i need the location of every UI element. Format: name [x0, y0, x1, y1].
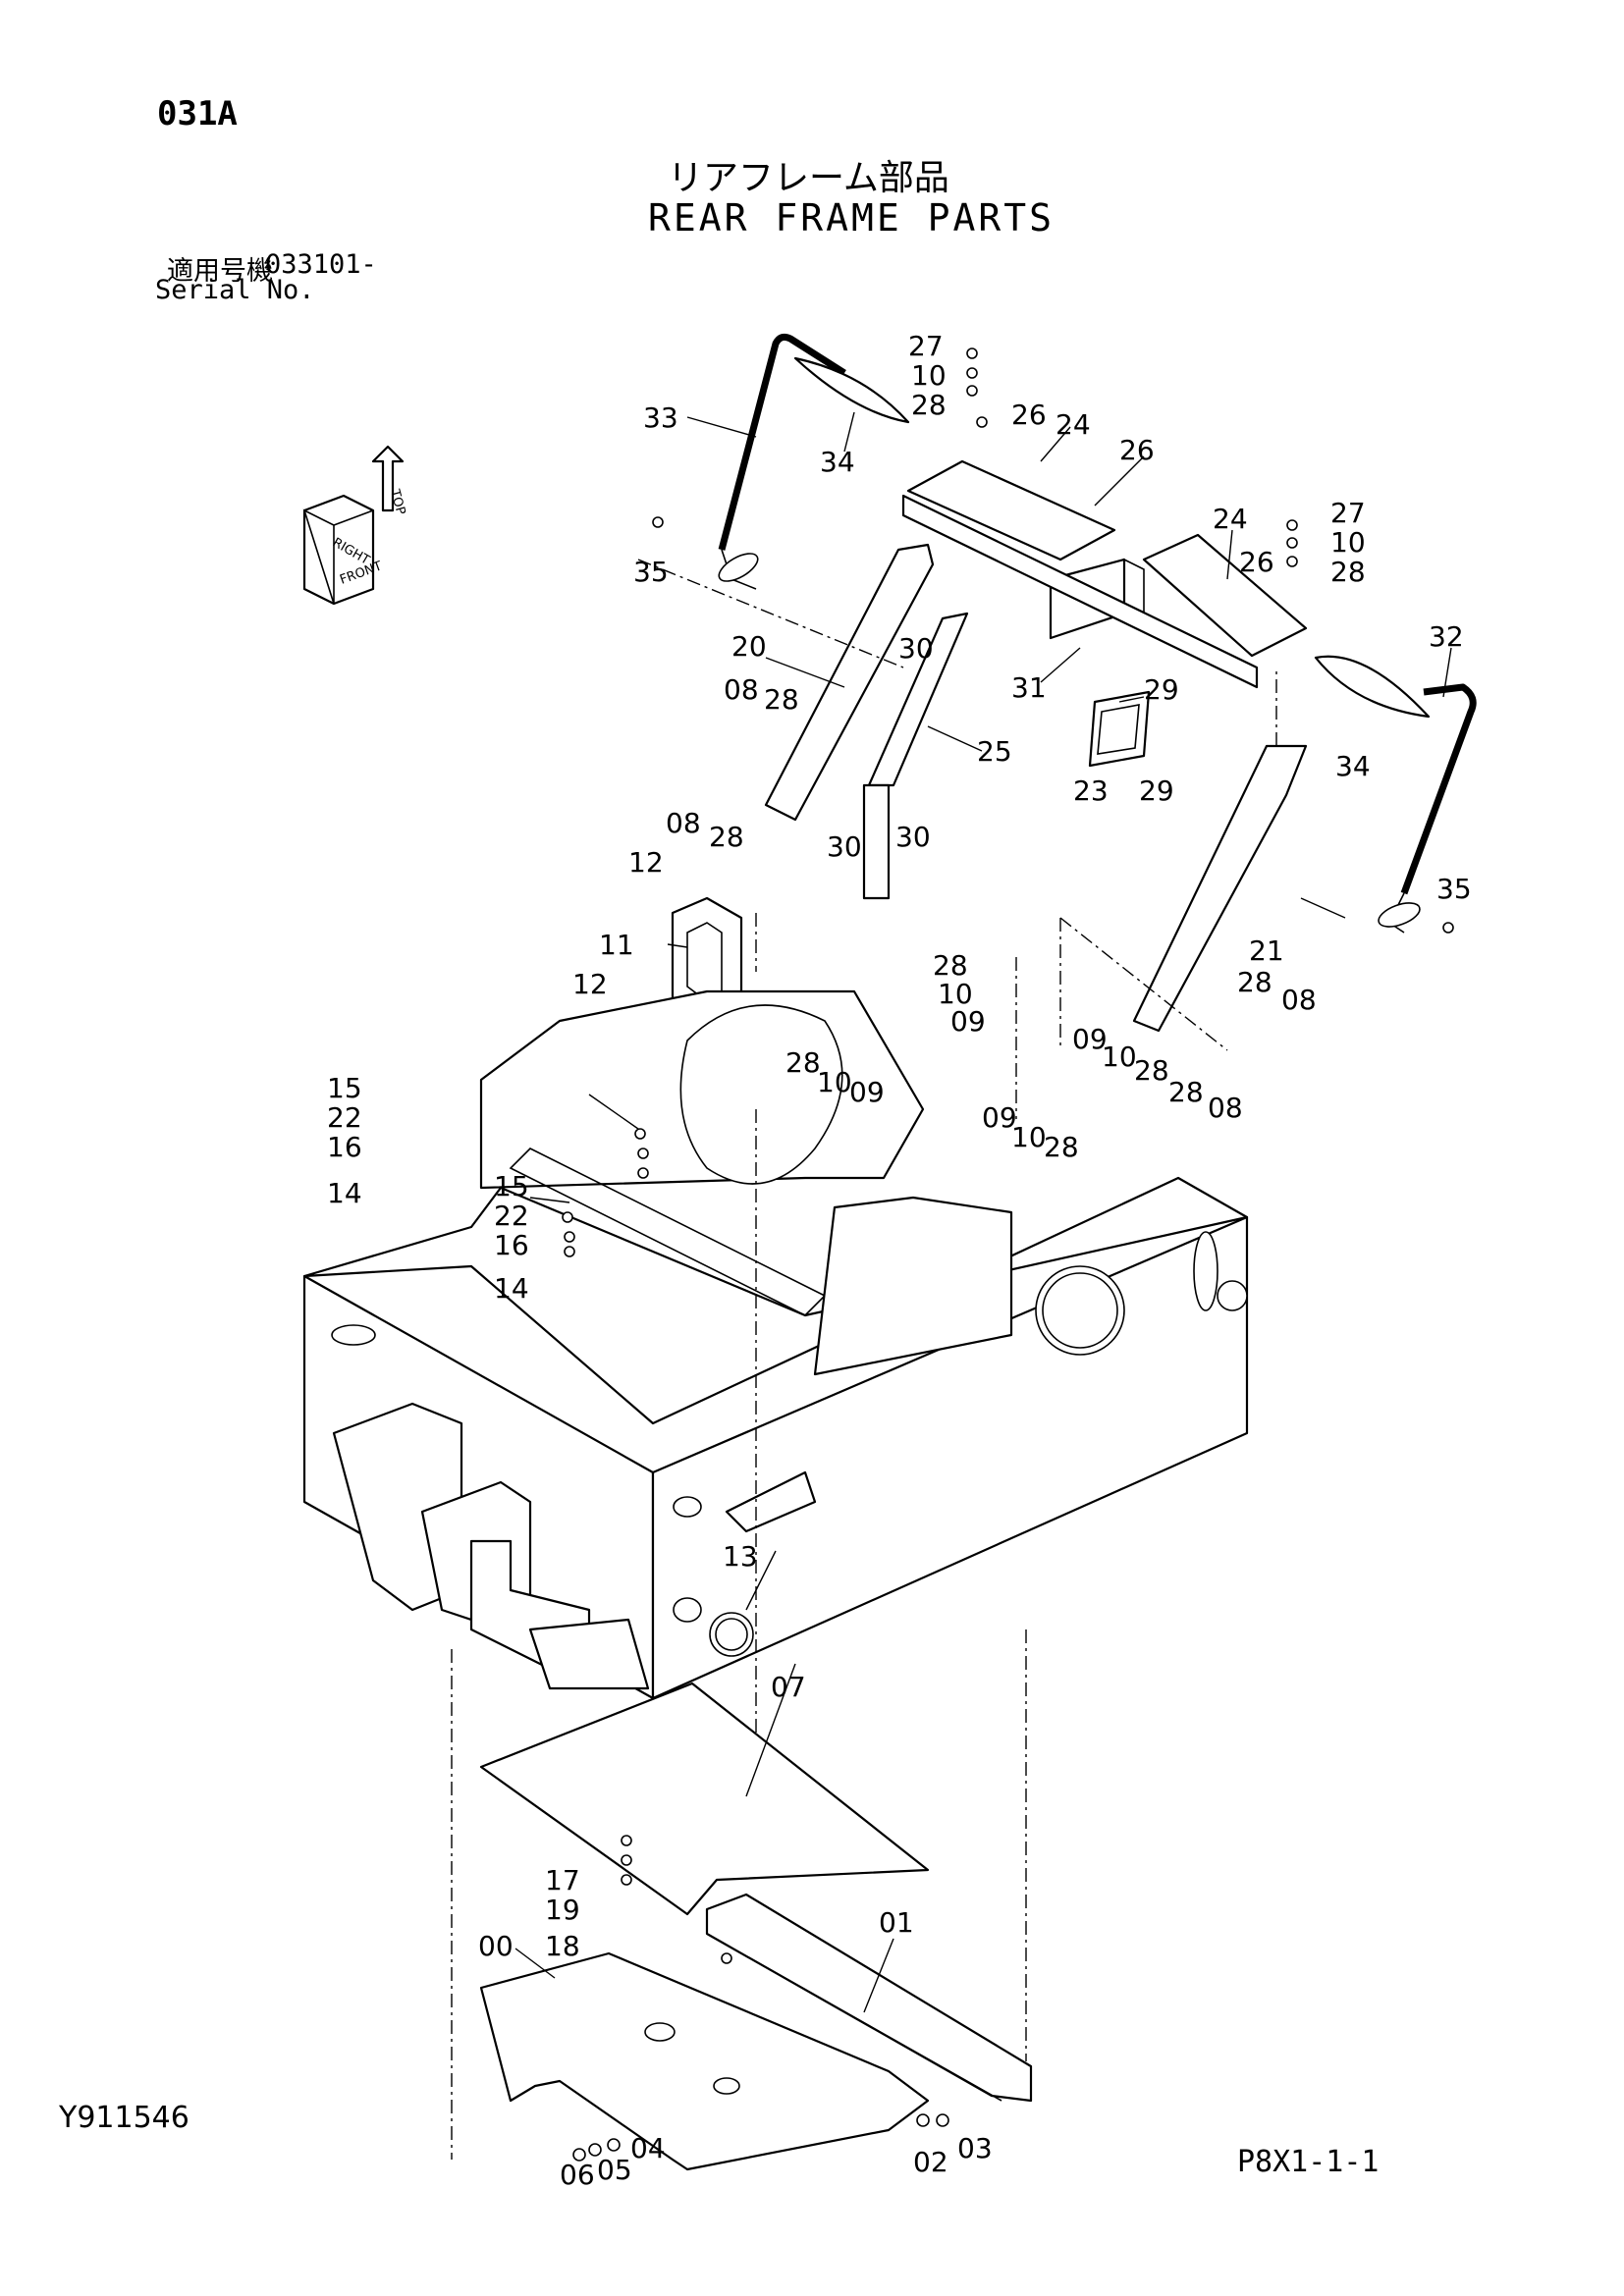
serial-label-japanese: 適用号機 [167, 256, 273, 287]
title-japanese: リアフレーム部品 [668, 158, 949, 198]
callout-35: 35 [1436, 873, 1472, 905]
callout-34: 34 [1335, 750, 1371, 782]
callout-27: 27 [1330, 497, 1366, 529]
callout-14: 14 [494, 1272, 529, 1305]
serial-number: 033101- [265, 249, 377, 280]
callout-12: 12 [628, 846, 664, 879]
cross-beam [901, 459, 1308, 768]
page-reference: P8X1-1-1 [1237, 2145, 1380, 2179]
callout-09: 09 [1072, 1023, 1108, 1055]
callout-10: 10 [1330, 526, 1366, 559]
callout-31: 31 [1011, 671, 1047, 704]
callout-08: 08 [724, 673, 759, 706]
callout-30: 30 [827, 830, 862, 863]
callout-16: 16 [327, 1131, 362, 1163]
rear-frame-body [302, 989, 1249, 1700]
callout-06: 06 [560, 2159, 595, 2191]
callout-09: 09 [982, 1101, 1017, 1134]
callout-05: 05 [597, 2154, 632, 2186]
callout-01: 01 [879, 1906, 914, 1939]
callout-03: 03 [957, 2132, 993, 2164]
side-panel-right [1132, 667, 1308, 1033]
callout-24: 24 [1213, 503, 1248, 535]
rail-01 [705, 1893, 1033, 2103]
callout-28: 28 [785, 1046, 821, 1079]
callout-26: 26 [1119, 434, 1155, 466]
page-code: 031A [157, 94, 238, 133]
callout-13: 13 [723, 1540, 758, 1573]
handrail-right [1314, 655, 1477, 934]
callout-27: 27 [908, 330, 944, 362]
callout-25: 25 [977, 735, 1012, 768]
callout-17: 17 [545, 1864, 580, 1896]
leader-lines [514, 411, 1452, 2013]
cover-00 [479, 1951, 930, 2171]
callout-12: 12 [572, 968, 608, 1000]
callout-11: 11 [599, 929, 634, 961]
callout-30: 30 [898, 632, 934, 665]
callout-28: 28 [709, 821, 744, 853]
callout-04: 04 [630, 2132, 666, 2164]
callout-10: 10 [817, 1066, 852, 1098]
callout-26: 26 [1239, 546, 1274, 578]
callout-29: 29 [1139, 774, 1174, 807]
callout-21: 21 [1249, 934, 1284, 967]
callout-23: 23 [1073, 774, 1109, 807]
callout-28: 28 [933, 949, 968, 982]
callout-09: 09 [849, 1076, 885, 1108]
callout-10: 10 [1011, 1121, 1047, 1153]
callout-34: 34 [820, 446, 855, 478]
callout-02: 02 [913, 2146, 948, 2178]
callout-35: 35 [633, 556, 669, 588]
callout-10: 10 [938, 978, 973, 1010]
callout-28: 28 [1044, 1131, 1079, 1163]
callout-28: 28 [1330, 556, 1366, 588]
plate-07 [479, 1682, 930, 1916]
callout-15: 15 [494, 1170, 529, 1202]
callout-28: 28 [764, 683, 799, 716]
alignment-lines [451, 917, 1228, 2160]
callout-07: 07 [771, 1671, 806, 1703]
side-panel-left [637, 543, 969, 900]
callout-32: 32 [1429, 620, 1464, 653]
callout-33: 33 [643, 401, 678, 434]
callout-28: 28 [911, 389, 947, 421]
handrail-left [718, 333, 910, 590]
callout-00: 00 [478, 1930, 514, 1962]
callout-08: 08 [1281, 984, 1317, 1016]
callout-09: 09 [950, 1005, 986, 1038]
title-english: REAR FRAME PARTS [648, 196, 1056, 240]
callout-19: 19 [545, 1894, 580, 1926]
callout-30: 30 [895, 821, 931, 853]
callout-22: 22 [327, 1101, 362, 1134]
callout-10: 10 [911, 359, 947, 392]
callout-18: 18 [545, 1930, 580, 1962]
direction-top-label: TOP [387, 487, 408, 516]
callout-28: 28 [1237, 966, 1272, 998]
callout-labels: 27 10 28 26 24 26 33 34 24 27 10 26 28 3… [327, 330, 1472, 2191]
callout-20: 20 [731, 630, 767, 663]
fasteners [562, 347, 1454, 2162]
callout-08: 08 [1208, 1092, 1243, 1124]
callout-29: 29 [1144, 673, 1179, 706]
direction-indicator-icon: TOP RIGHT FRONT [302, 445, 408, 606]
serial-label-english: Serial No. [155, 275, 315, 305]
callout-26: 26 [1011, 399, 1047, 431]
document-id: Y911546 [59, 2101, 189, 2135]
callout-16: 16 [494, 1229, 529, 1261]
callout-15: 15 [327, 1072, 362, 1104]
callout-28: 28 [1134, 1054, 1169, 1087]
callout-28: 28 [1168, 1076, 1204, 1108]
callout-14: 14 [327, 1177, 362, 1209]
callout-22: 22 [494, 1200, 529, 1232]
callout-08: 08 [666, 807, 701, 839]
callout-24: 24 [1056, 408, 1091, 441]
callout-10: 10 [1102, 1041, 1137, 1073]
